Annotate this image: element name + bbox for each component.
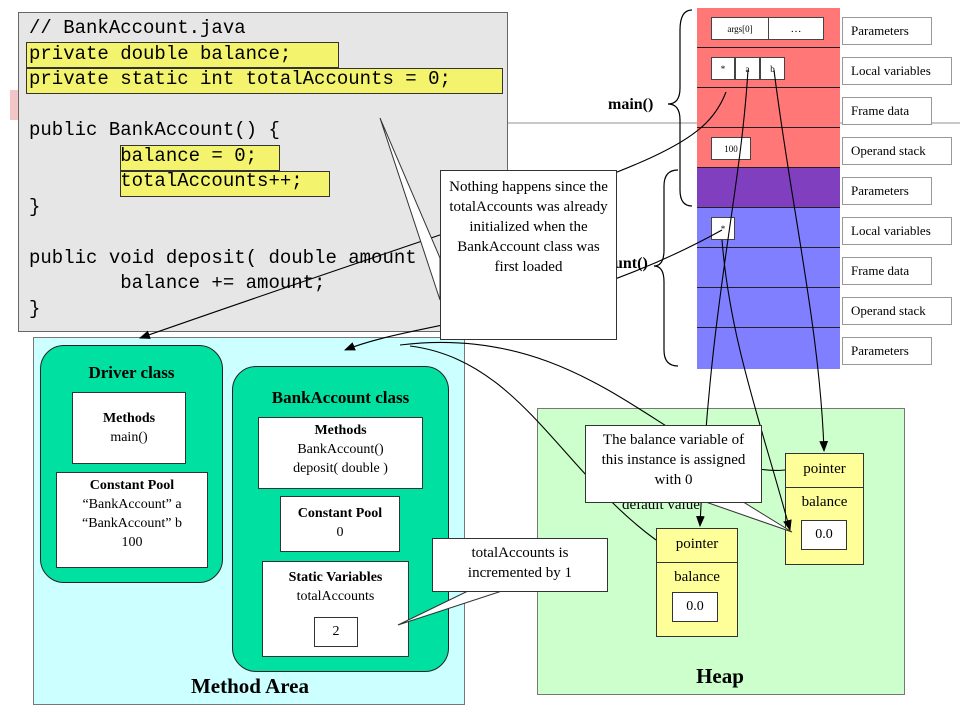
- code-line: public void deposit( double amount ) {: [29, 246, 463, 269]
- driver-methods-value: main(): [110, 430, 148, 445]
- highlight-balance-decl: [26, 42, 339, 68]
- object-balance-label: balance: [674, 569, 720, 585]
- arrow-stack-to-class: [138, 91, 727, 339]
- bank-method-item: deposit( double ): [293, 461, 388, 476]
- highlight-total-decl: [26, 68, 503, 94]
- object-pointer: pointer: [786, 454, 863, 488]
- static-vars-title: Static Variables: [288, 570, 383, 585]
- local-a-cell: a: [735, 57, 760, 80]
- brace-ctor: [653, 169, 679, 367]
- driver-constant-pool: Constant Pool “BankAccount” a “BankAccou…: [56, 472, 208, 568]
- frame-ctor-parameters: [697, 168, 840, 208]
- code-line: }: [29, 195, 41, 218]
- bank-method-item: BankAccount(): [297, 442, 384, 457]
- callout-nothing-happens: Nothing happens since the totalAccounts …: [440, 170, 617, 340]
- object-1-balance-value: 0.0: [672, 592, 718, 622]
- bank-methods-box: Methods BankAccount() deposit( double ): [258, 417, 423, 489]
- driver-pool-title: Constant Pool: [89, 478, 175, 493]
- driver-pool-line: “BankAccount” b: [82, 516, 182, 531]
- static-var-name: totalAccounts: [296, 589, 375, 604]
- code-line: private static int totalAccounts = 0;: [29, 68, 451, 90]
- driver-pool-line: “BankAccount” a: [82, 497, 182, 512]
- row-label: Parameters: [842, 177, 932, 205]
- bank-pool-value: 0: [336, 525, 344, 540]
- row-label: Local variables: [842, 217, 952, 245]
- arrow-ctor-local-to-object: [721, 239, 792, 532]
- frame-next-parameters: [697, 328, 840, 369]
- ellipsis-cell: …: [768, 17, 824, 40]
- row-label: Parameters: [842, 337, 932, 365]
- code-line: totalAccounts++;: [29, 170, 303, 192]
- driver-pool-line: 100: [121, 535, 143, 550]
- highlight-total-increment: [120, 171, 330, 197]
- code-line: balance = 0;: [29, 144, 258, 167]
- main-frame-label: main(): [608, 96, 654, 113]
- driver-methods-box: Methods main(): [72, 392, 186, 464]
- local-ref-cell: *: [711, 57, 735, 80]
- code-line: balance += amount;: [29, 272, 326, 294]
- tail-incremented: [397, 589, 506, 626]
- tail-nothing-happens: [379, 117, 441, 301]
- callout-balance-assigned: The balance variable of this instance is…: [585, 425, 762, 503]
- callout-incremented: totalAccounts is incremented by 1: [432, 538, 608, 592]
- object-2-balance-value: 0.0: [801, 520, 847, 550]
- bank-methods-title: Methods: [314, 423, 367, 438]
- row-label: Frame data: [842, 257, 932, 285]
- frame-ctor-framedata: [697, 248, 840, 288]
- row-label: Parameters: [842, 17, 932, 45]
- driver-methods-title: Methods: [102, 411, 156, 426]
- highlight-balance-assign: [120, 145, 280, 171]
- object-balance-label: balance: [801, 494, 848, 510]
- bank-pool-title: Constant Pool: [297, 506, 383, 521]
- frame-main-framedata: [697, 88, 840, 128]
- row-label: Operand stack: [842, 297, 952, 325]
- method-area-title: Method Area: [190, 674, 309, 698]
- row-label: Local variables: [842, 57, 952, 85]
- object-pointer: pointer: [657, 529, 737, 563]
- brace-main: [667, 9, 693, 207]
- arrow-b-to-object: [773, 69, 829, 453]
- code-line: private double balance;: [29, 42, 292, 65]
- code-line: }: [29, 297, 41, 320]
- arrow-object1-to-class: [409, 345, 657, 541]
- code-panel: // BankAccount.java private double balan…: [18, 12, 508, 332]
- code-line: // BankAccount.java: [29, 17, 246, 39]
- row-label: Operand stack: [842, 137, 952, 165]
- bankaccount-class-title: BankAccount class: [271, 388, 410, 407]
- total-accounts-value: 2: [314, 617, 358, 647]
- heap-title: Heap: [696, 664, 744, 688]
- tail-balance-assigned: [699, 499, 793, 533]
- local-b-cell: b: [760, 57, 785, 80]
- driver-class-title: Driver class: [88, 363, 175, 382]
- bank-constant-pool: Constant Pool 0: [280, 496, 400, 552]
- row-label: Frame data: [842, 97, 932, 125]
- code-line: public BankAccount() {: [29, 119, 280, 141]
